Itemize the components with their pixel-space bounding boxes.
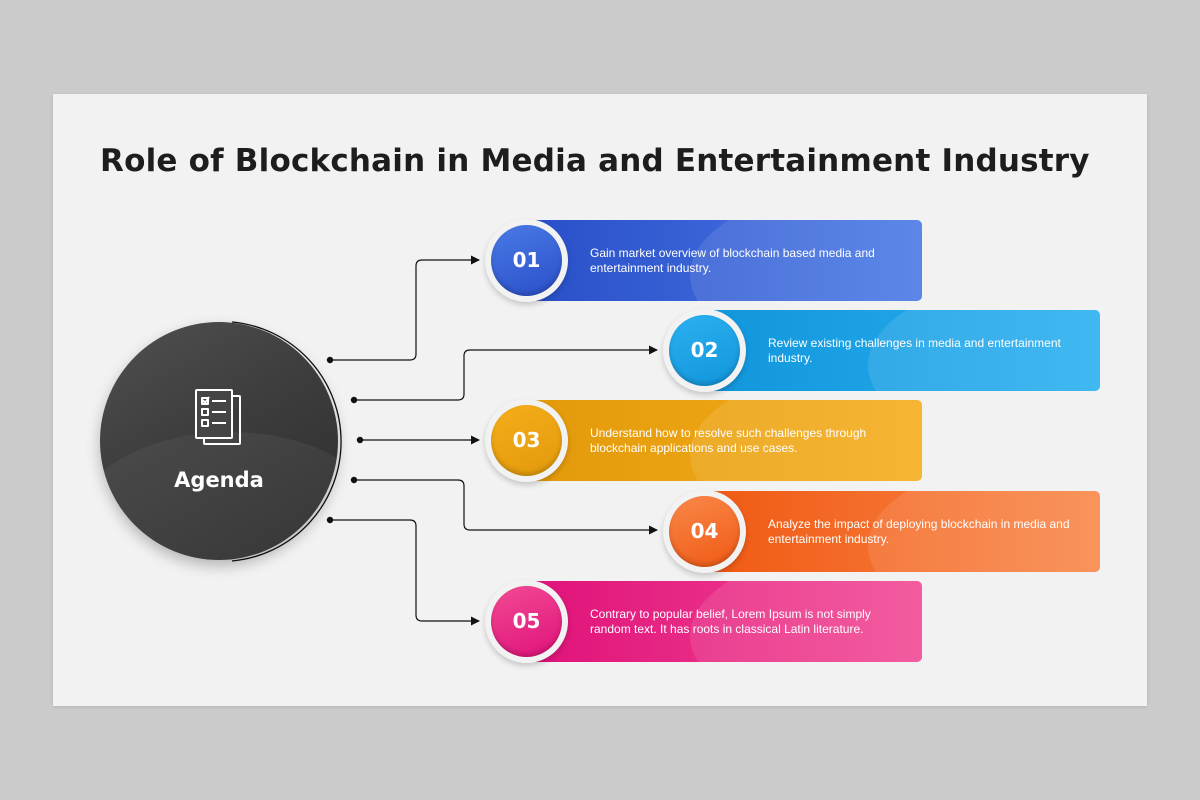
- connector-04: [354, 479, 658, 535]
- number-badge-01: 01: [485, 219, 568, 302]
- hub-label: Agenda: [174, 468, 264, 492]
- number-badge-04: 04: [663, 490, 746, 573]
- badge-number: 01: [512, 248, 541, 272]
- badge-circle: 02: [669, 315, 740, 386]
- connector-02: [354, 345, 658, 401]
- number-badge-05: 05: [485, 580, 568, 663]
- badge-number: 04: [690, 519, 719, 543]
- hub-outer-ring: [231, 321, 342, 562]
- agenda-item-01: Gain market overview of blockchain based…: [485, 219, 922, 302]
- badge-circle: 05: [491, 586, 562, 657]
- number-badge-02: 02: [663, 309, 746, 392]
- agenda-item-05: Contrary to popular belief, Lorem Ipsum …: [485, 580, 922, 663]
- agenda-item-03: Understand how to resolve such challenge…: [485, 399, 922, 482]
- badge-circle: 04: [669, 496, 740, 567]
- connector-dot-02: [350, 396, 358, 404]
- agenda-bar-02: Review existing challenges in media and …: [708, 310, 1100, 391]
- agenda-bar-04: Analyze the impact of deploying blockcha…: [708, 491, 1100, 572]
- agenda-hub: Agenda: [100, 322, 338, 560]
- agenda-bar-05: Contrary to popular belief, Lorem Ipsum …: [530, 581, 922, 662]
- connector-dot-03: [356, 436, 364, 444]
- agenda-item-04: Analyze the impact of deploying blockcha…: [663, 490, 1100, 573]
- agenda-bar-01: Gain market overview of blockchain based…: [530, 220, 922, 301]
- agenda-item-text: Review existing challenges in media and …: [768, 336, 1061, 365]
- bar-wave: [868, 310, 1100, 391]
- number-badge-03: 03: [485, 399, 568, 482]
- agenda-item-text: Gain market overview of blockchain based…: [590, 246, 875, 275]
- bar-wave: [868, 491, 1100, 572]
- agenda-item-text: Understand how to resolve such challenge…: [590, 426, 867, 455]
- hub-wave: [100, 432, 338, 560]
- badge-circle: 01: [491, 225, 562, 296]
- connector-dot-01: [326, 356, 334, 364]
- connector-01: [330, 255, 480, 361]
- agenda-item-02: Review existing challenges in media and …: [663, 309, 1100, 392]
- slide-title: Role of Blockchain in Media and Entertai…: [100, 143, 1090, 179]
- connector-dot-05: [326, 516, 334, 524]
- badge-number: 05: [512, 609, 541, 633]
- bar-wave: [690, 220, 922, 301]
- agenda-item-text: Contrary to popular belief, Lorem Ipsum …: [590, 607, 871, 636]
- connector-05: [330, 519, 480, 626]
- badge-circle: 03: [491, 405, 562, 476]
- agenda-item-text: Analyze the impact of deploying blockcha…: [768, 517, 1070, 546]
- agenda-bar-03: Understand how to resolve such challenge…: [530, 400, 922, 481]
- badge-number: 03: [512, 428, 541, 452]
- badge-number: 02: [690, 338, 719, 362]
- bar-wave: [690, 400, 922, 481]
- checklist-document-icon: [195, 389, 241, 445]
- bar-wave: [690, 581, 922, 662]
- connector-dot-04: [350, 476, 358, 484]
